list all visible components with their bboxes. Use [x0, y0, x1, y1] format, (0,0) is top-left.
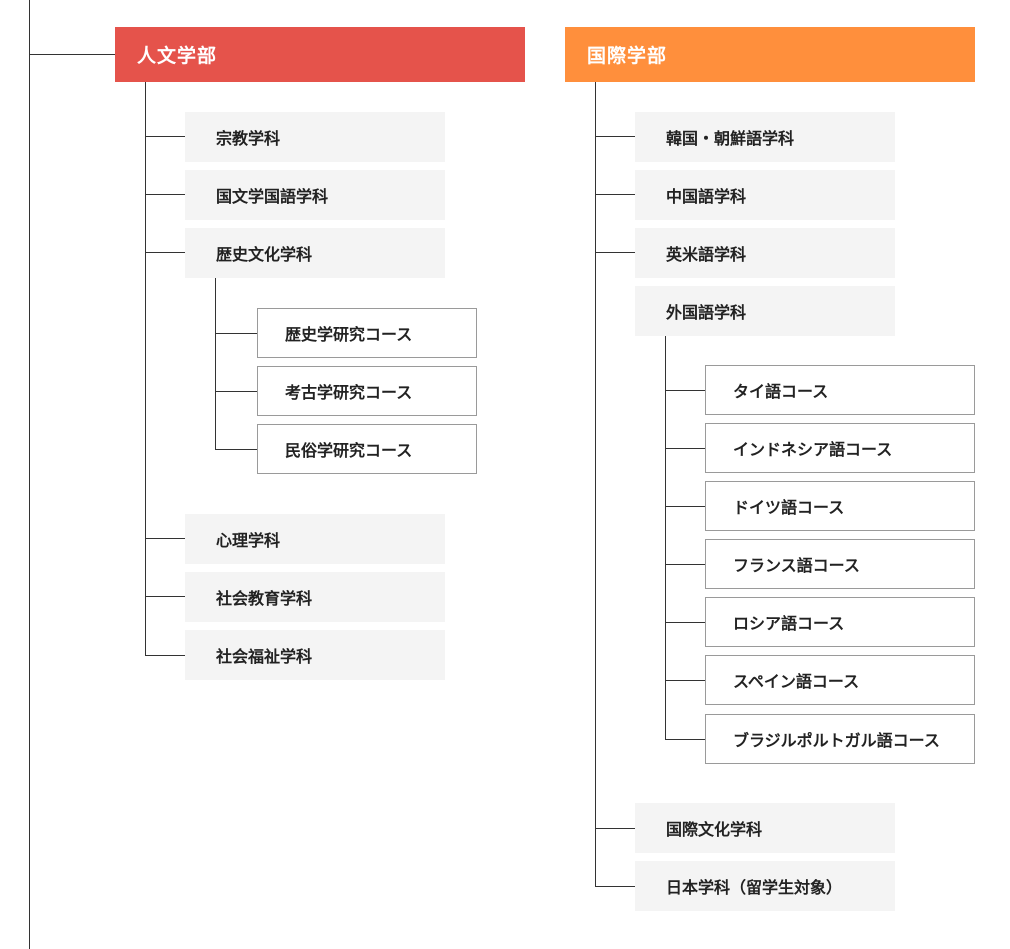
humanities-trunk-line [145, 82, 146, 655]
course-label: 考古学研究コース [285, 383, 413, 402]
course-label: スペイン語コース [733, 672, 860, 691]
humanities-branch [145, 194, 185, 195]
humanities-branch [145, 655, 185, 656]
course-label: ブラジルポルトガル語コース [733, 731, 940, 750]
dept-label: 心理学科 [216, 531, 281, 550]
dept-label: 国文学国語学科 [216, 187, 329, 206]
dept-label: 韓国・朝鮮語学科 [666, 129, 795, 148]
history-course-branch [215, 449, 257, 450]
humanities-header: 人文学部 [115, 27, 525, 82]
dept-label: 日本学科（留学生対象） [666, 878, 843, 897]
foreign-course-branch [665, 739, 705, 740]
international-header: 国際学部 [565, 27, 975, 82]
history-course-branch [215, 333, 257, 334]
humanities-title: 人文学部 [137, 45, 218, 67]
humanities-branch [145, 252, 185, 253]
foreign-courses-trunk [665, 336, 666, 739]
international-title: 国際学部 [587, 45, 668, 67]
humanities-branch [145, 136, 185, 137]
dept-psychology[interactable]: 心理学科 [185, 514, 445, 564]
dept-social-education[interactable]: 社会教育学科 [185, 572, 445, 622]
history-courses-trunk [215, 278, 216, 449]
course-label: ロシア語コース [733, 614, 845, 633]
course-russian[interactable]: ロシア語コース [705, 597, 975, 647]
course-brazilian-portuguese[interactable]: ブラジルポルトガル語コース [705, 714, 975, 764]
history-course-branch [215, 391, 257, 392]
dept-label: 外国語学科 [666, 303, 747, 322]
dept-label: 宗教学科 [216, 129, 281, 148]
dept-label: 歴史文化学科 [216, 245, 313, 264]
dept-label: 社会福祉学科 [216, 647, 313, 666]
course-label: 歴史学研究コース [285, 325, 413, 344]
dept-social-welfare[interactable]: 社会福祉学科 [185, 630, 445, 680]
dept-religion[interactable]: 宗教学科 [185, 112, 445, 162]
foreign-course-branch [665, 622, 705, 623]
international-branch [595, 252, 635, 253]
course-indonesian[interactable]: インドネシア語コース [705, 423, 975, 473]
course-archaeology-research[interactable]: 考古学研究コース [257, 366, 477, 416]
course-thai[interactable]: タイ語コース [705, 365, 975, 415]
humanities-branch [145, 538, 185, 539]
dept-foreign-languages[interactable]: 外国語学科 [635, 286, 895, 336]
main-to-humanities-connector [29, 54, 115, 55]
foreign-course-branch [665, 390, 705, 391]
dept-japanese-studies[interactable]: 日本学科（留学生対象） [635, 861, 895, 911]
dept-label: 英米語学科 [666, 245, 747, 264]
course-german[interactable]: ドイツ語コース [705, 481, 975, 531]
dept-history-culture[interactable]: 歴史文化学科 [185, 228, 445, 278]
international-branch [595, 886, 635, 887]
foreign-course-branch [665, 680, 705, 681]
international-branch [595, 136, 635, 137]
dept-label: 国際文化学科 [666, 820, 763, 839]
foreign-course-branch [665, 506, 705, 507]
course-label: フランス語コース [733, 556, 860, 575]
dept-japanese-literature[interactable]: 国文学国語学科 [185, 170, 445, 220]
course-label: ドイツ語コース [733, 498, 845, 517]
course-label: タイ語コース [733, 382, 829, 401]
dept-korean[interactable]: 韓国・朝鮮語学科 [635, 112, 895, 162]
international-trunk-line [595, 82, 596, 886]
dept-label: 社会教育学科 [216, 589, 313, 608]
international-branch [595, 194, 635, 195]
foreign-course-branch [665, 564, 705, 565]
course-label: 民俗学研究コース [285, 441, 413, 460]
dept-international-culture[interactable]: 国際文化学科 [635, 803, 895, 853]
course-label: インドネシア語コース [733, 440, 893, 459]
foreign-course-branch [665, 448, 705, 449]
course-folklore-research[interactable]: 民俗学研究コース [257, 424, 477, 474]
course-french[interactable]: フランス語コース [705, 539, 975, 589]
dept-chinese[interactable]: 中国語学科 [635, 170, 895, 220]
humanities-branch [145, 596, 185, 597]
main-trunk-line [29, 0, 30, 949]
course-spanish[interactable]: スペイン語コース [705, 655, 975, 705]
dept-label: 中国語学科 [666, 187, 747, 206]
dept-english[interactable]: 英米語学科 [635, 228, 895, 278]
course-history-research[interactable]: 歴史学研究コース [257, 308, 477, 358]
international-branch [595, 828, 635, 829]
